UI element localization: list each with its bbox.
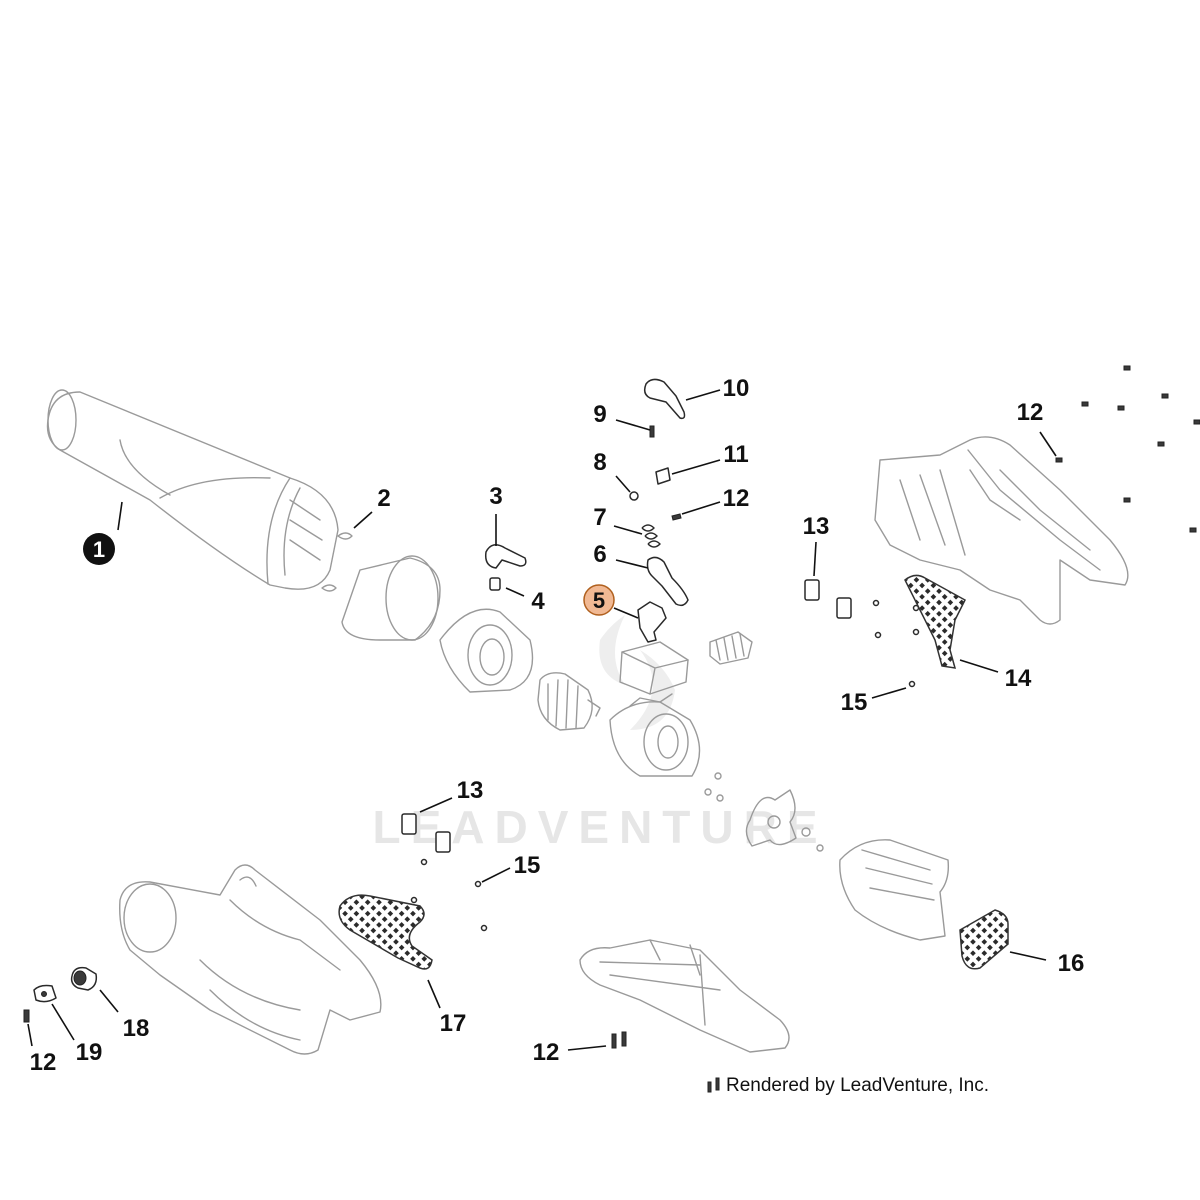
part-18-switch[interactable] bbox=[70, 966, 98, 991]
callout-15-upper[interactable]: 15 bbox=[841, 689, 868, 716]
callout-15-lower[interactable]: 15 bbox=[514, 852, 541, 879]
callout-2[interactable]: 2 bbox=[377, 485, 390, 512]
callout-16[interactable]: 16 bbox=[1058, 950, 1085, 977]
callout-19[interactable]: 19 bbox=[76, 1039, 103, 1066]
part-impeller[interactable] bbox=[745, 789, 824, 852]
callout-4[interactable]: 4 bbox=[531, 588, 545, 615]
credit-text: Rendered by LeadVenture, Inc. bbox=[726, 1075, 989, 1096]
part-16-grille[interactable] bbox=[959, 909, 1009, 970]
callout-10[interactable]: 10 bbox=[723, 375, 750, 402]
part-9-pin[interactable] bbox=[649, 425, 655, 438]
part-12-screw-left[interactable] bbox=[23, 1009, 30, 1023]
callout-14[interactable]: 14 bbox=[1005, 665, 1032, 692]
part-motor[interactable] bbox=[537, 672, 601, 731]
leader-lines bbox=[27, 389, 1057, 1051]
part-10-lock-button[interactable] bbox=[643, 378, 686, 420]
part-12-screw-trigger[interactable] bbox=[671, 513, 682, 521]
part-bottom-handle[interactable] bbox=[579, 939, 790, 1053]
part-terminal-block[interactable] bbox=[709, 631, 753, 665]
callout-13-lower[interactable]: 13 bbox=[457, 777, 484, 804]
watermark-logo: LEADVENTURE bbox=[372, 615, 818, 853]
callout-3[interactable]: 3 bbox=[489, 483, 502, 510]
part-housing-left[interactable] bbox=[119, 864, 382, 1055]
part-17-mesh-cover[interactable] bbox=[338, 894, 433, 970]
part-5-switch-assembly[interactable] bbox=[637, 601, 667, 643]
part-screws-lower-mid[interactable] bbox=[410, 858, 488, 932]
svg-text:5: 5 bbox=[593, 588, 605, 613]
callout-18[interactable]: 18 bbox=[123, 1015, 150, 1042]
part-11-clip[interactable] bbox=[655, 467, 671, 485]
callout-7[interactable]: 7 bbox=[593, 504, 606, 531]
part-fan-housing[interactable] bbox=[609, 693, 701, 777]
part-13-pads-upper[interactable] bbox=[804, 579, 852, 619]
callout-12-top-right[interactable]: 12 bbox=[1017, 399, 1044, 426]
svg-text:1: 1 bbox=[93, 537, 105, 562]
callout-11[interactable]: 11 bbox=[723, 441, 748, 468]
callout-6[interactable]: 6 bbox=[593, 541, 606, 568]
callout-1[interactable]: 1 bbox=[83, 533, 115, 565]
screw-pair-icon bbox=[707, 1077, 720, 1093]
part-8-washer[interactable] bbox=[629, 491, 639, 501]
part-contact-block[interactable] bbox=[619, 641, 689, 695]
part-screws-top-right[interactable] bbox=[1055, 365, 1200, 533]
part-14-side-mesh[interactable] bbox=[904, 574, 966, 669]
part-13-pads-lower[interactable] bbox=[401, 813, 451, 853]
part-filter-cylinder[interactable] bbox=[341, 555, 441, 641]
part-4-spring[interactable] bbox=[489, 577, 501, 591]
part-screws-mid-right[interactable] bbox=[872, 599, 920, 688]
part-housing-right[interactable] bbox=[874, 436, 1129, 625]
part-19-bracket[interactable] bbox=[33, 984, 57, 1003]
callout-17[interactable]: 17 bbox=[440, 1010, 467, 1037]
part-fan-shroud[interactable] bbox=[439, 608, 534, 693]
callout-8[interactable]: 8 bbox=[593, 449, 606, 476]
part-rear-intake[interactable] bbox=[839, 839, 950, 941]
part-6-trigger[interactable] bbox=[646, 556, 689, 607]
callout-12-trigger[interactable]: 12 bbox=[723, 485, 750, 512]
callout-12-bottom-left[interactable]: 12 bbox=[30, 1049, 57, 1076]
callout-12-bottom[interactable]: 12 bbox=[533, 1039, 560, 1066]
part-2-clips[interactable] bbox=[321, 532, 353, 592]
part-screws-bottom[interactable] bbox=[611, 1031, 627, 1049]
callout-5-selected[interactable]: 5 bbox=[583, 584, 615, 616]
part-3-lever[interactable] bbox=[484, 544, 527, 569]
callout-9[interactable]: 9 bbox=[593, 401, 606, 428]
part-7-spring[interactable] bbox=[641, 524, 661, 548]
part-screws-fan[interactable] bbox=[704, 772, 724, 802]
callout-13-upper[interactable]: 13 bbox=[803, 513, 830, 540]
part-1-blower-tube[interactable] bbox=[46, 389, 339, 590]
credit-line: Rendered by LeadVenture, Inc. bbox=[707, 1075, 989, 1096]
